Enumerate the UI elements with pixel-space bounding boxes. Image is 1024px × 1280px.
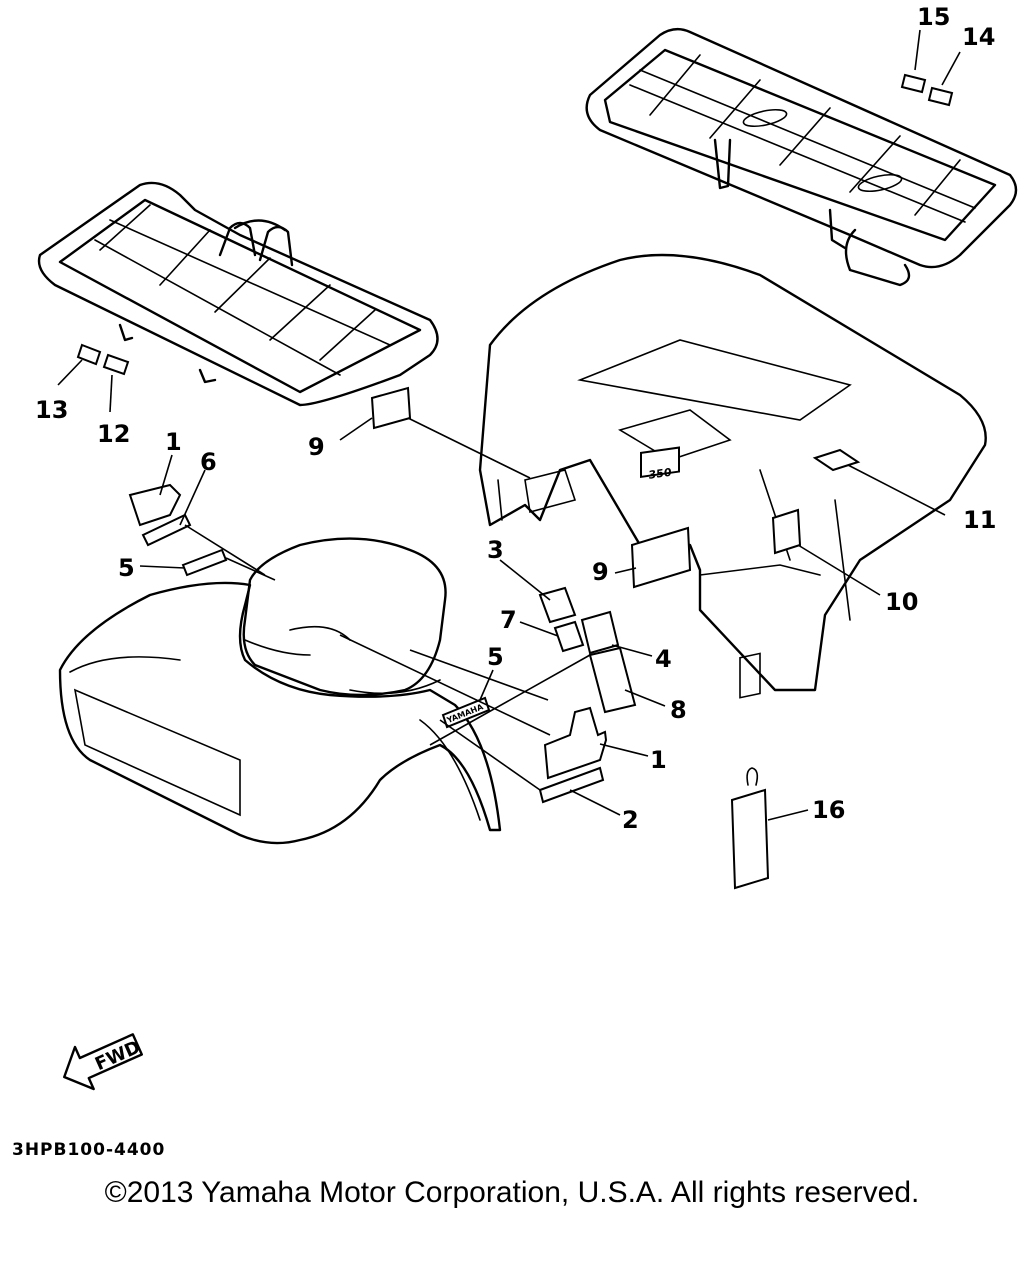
decal-12 xyxy=(102,353,130,376)
rear-carrier xyxy=(585,27,1018,287)
front-carrier xyxy=(37,181,439,407)
decal-4 xyxy=(580,610,620,655)
decal-15 xyxy=(900,73,927,94)
callout-8: 8 xyxy=(670,696,687,724)
decal-2 xyxy=(538,766,605,804)
callout-2: 2 xyxy=(622,806,639,834)
leader-lines xyxy=(57,29,961,821)
rear-fender xyxy=(478,253,987,692)
decal-9-model-badge: 350 xyxy=(630,446,692,589)
callout-14: 14 xyxy=(962,23,995,51)
decal-7 xyxy=(553,620,585,653)
callout-10: 10 xyxy=(885,588,918,616)
callout-9-lower: 9 xyxy=(592,558,609,586)
decal-9-upper xyxy=(370,386,412,430)
front-fender xyxy=(58,537,502,845)
callout-1-left: 1 xyxy=(165,428,182,456)
copyright-notice: ©2013 Yamaha Motor Corporation, U.S.A. A… xyxy=(104,1176,920,1209)
decal-5-left xyxy=(181,548,228,577)
decal-13 xyxy=(76,343,102,366)
decal-6 xyxy=(141,513,192,547)
callout-7: 7 xyxy=(500,606,517,634)
callout-4: 4 xyxy=(655,645,672,673)
decal-11 xyxy=(812,448,861,472)
callout-1-right: 1 xyxy=(650,746,667,774)
forward-arrow-icon: FWD xyxy=(63,1033,144,1091)
decal-14 xyxy=(927,86,954,107)
decal-16-owner-tag xyxy=(730,652,770,890)
callout-5-right: 5 xyxy=(487,643,504,671)
badge-text: 350 xyxy=(649,466,672,482)
callout-13: 13 xyxy=(35,396,68,424)
decal-10 xyxy=(771,508,802,555)
decal-1-side-emblem xyxy=(543,706,608,780)
decal-8 xyxy=(588,646,637,714)
callout-3: 3 xyxy=(487,536,504,564)
callout-9-upper: 9 xyxy=(308,433,325,461)
decal-3 xyxy=(538,586,577,624)
fwd-label: FWD xyxy=(92,1037,144,1075)
diagram-reference-code: 3HPB100-4400 xyxy=(12,1140,166,1160)
callout-15: 15 xyxy=(917,3,950,31)
callout-numbers: 15 14 13 12 9 1 6 11 5 3 9 10 7 4 5 8 1 … xyxy=(35,3,996,834)
callout-12: 12 xyxy=(97,420,130,448)
decal-1-left xyxy=(128,483,182,527)
callout-6: 6 xyxy=(200,448,217,476)
callout-11: 11 xyxy=(963,506,996,534)
callout-16: 16 xyxy=(812,796,845,824)
callout-5-left: 5 xyxy=(118,554,135,582)
